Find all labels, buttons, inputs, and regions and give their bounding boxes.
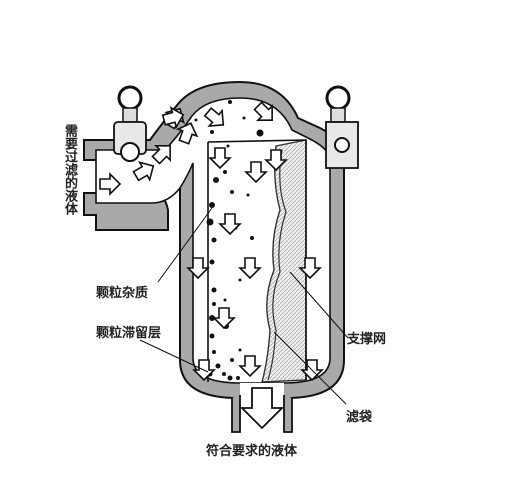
flow-arrows — [99, 98, 323, 430]
label-particle-retention-layer: 颗粒滞留层 — [96, 326, 162, 341]
outlet-arrow — [239, 387, 285, 430]
filter-bag — [261, 139, 307, 383]
label-filter-bag: 滤袋 — [346, 410, 373, 425]
label-outlet-liquid: 符合要求的液体 — [206, 444, 298, 459]
lid-bolt-right — [325, 85, 359, 169]
label-particle-impurities: 颗粒杂质 — [96, 286, 149, 301]
lid-bolt-left — [113, 85, 147, 162]
leader-lines — [139, 207, 349, 405]
label-support-mesh: 支撑网 — [347, 332, 387, 347]
label-inlet-liquid: 需要过滤的液体 — [62, 124, 77, 215]
